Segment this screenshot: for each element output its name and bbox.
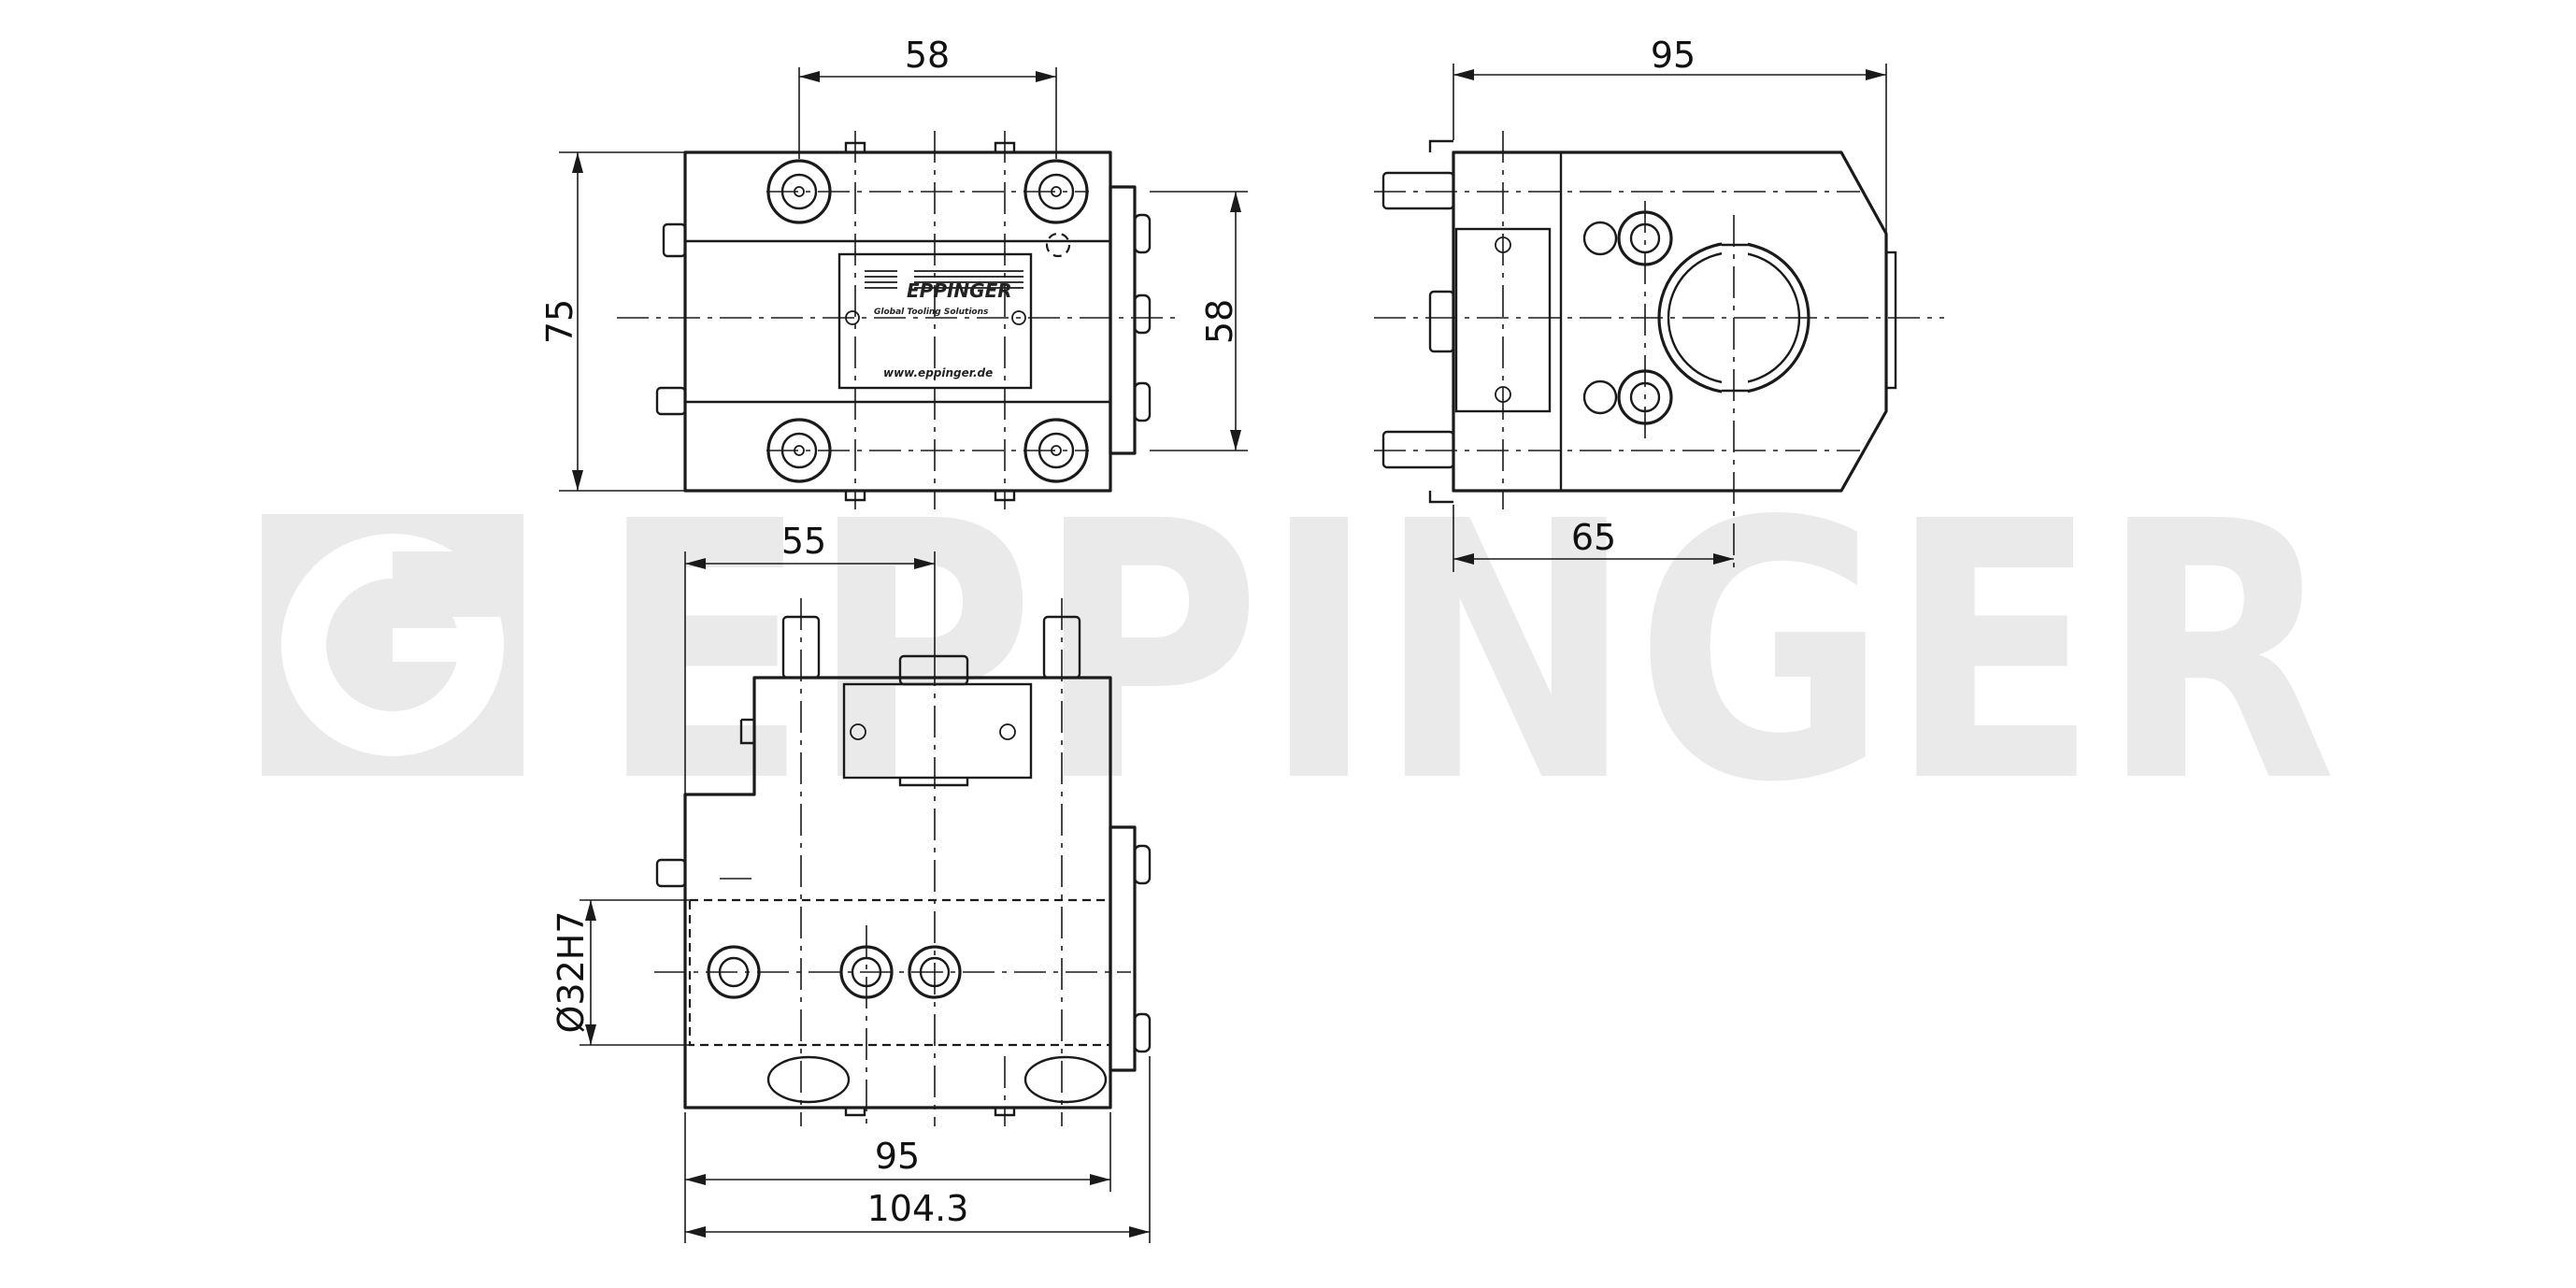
dimension-top-height: 75 <box>539 151 685 492</box>
dimension-label: 65 <box>1571 517 1616 558</box>
eppinger-logo-icon <box>865 267 1023 293</box>
top-view: EPPINGER Global Tooling Solutions www.ep… <box>617 131 1178 509</box>
dimension-front-partial: 55 <box>684 521 936 794</box>
dimension-label: 55 <box>781 521 826 562</box>
nameplate-tagline: Global Tooling Solutions <box>874 308 989 317</box>
dimension-side-width: 95 <box>1453 35 1887 234</box>
dimension-label: 95 <box>1651 35 1696 76</box>
dimension-side-offset: 65 <box>1453 505 1734 572</box>
dimension-front-width: 95 <box>684 1112 1111 1243</box>
side-view-body <box>1452 150 1888 493</box>
watermark-text: EPPINGER <box>598 446 2337 860</box>
watermark-logo-icon <box>281 534 523 756</box>
front-view <box>654 598 1152 1126</box>
dimension-label: Ø32H7 <box>551 910 592 1033</box>
dimension-top-width: 58 <box>798 35 1057 159</box>
dimension-label: 75 <box>539 299 580 344</box>
dimension-bore: Ø32H7 <box>551 899 690 1046</box>
nameplate-brand: EPPINGER <box>907 279 1012 302</box>
side-view <box>1374 131 1944 570</box>
plug-icon <box>1582 369 1673 425</box>
dimension-label: 58 <box>905 35 950 76</box>
dimension-front-total: 104.3 <box>685 1056 1151 1243</box>
watermark: EPPINGER <box>262 446 2337 860</box>
top-view-body <box>683 150 1112 493</box>
dimension-top-inner-height: 58 <box>1150 191 1248 451</box>
nameplate-url: www.eppinger.de <box>883 366 993 379</box>
dimension-label: 104.3 <box>867 1188 969 1229</box>
dimension-label: 58 <box>1199 299 1240 344</box>
plug-icon <box>1582 210 1673 266</box>
dimension-label: 95 <box>875 1136 920 1177</box>
